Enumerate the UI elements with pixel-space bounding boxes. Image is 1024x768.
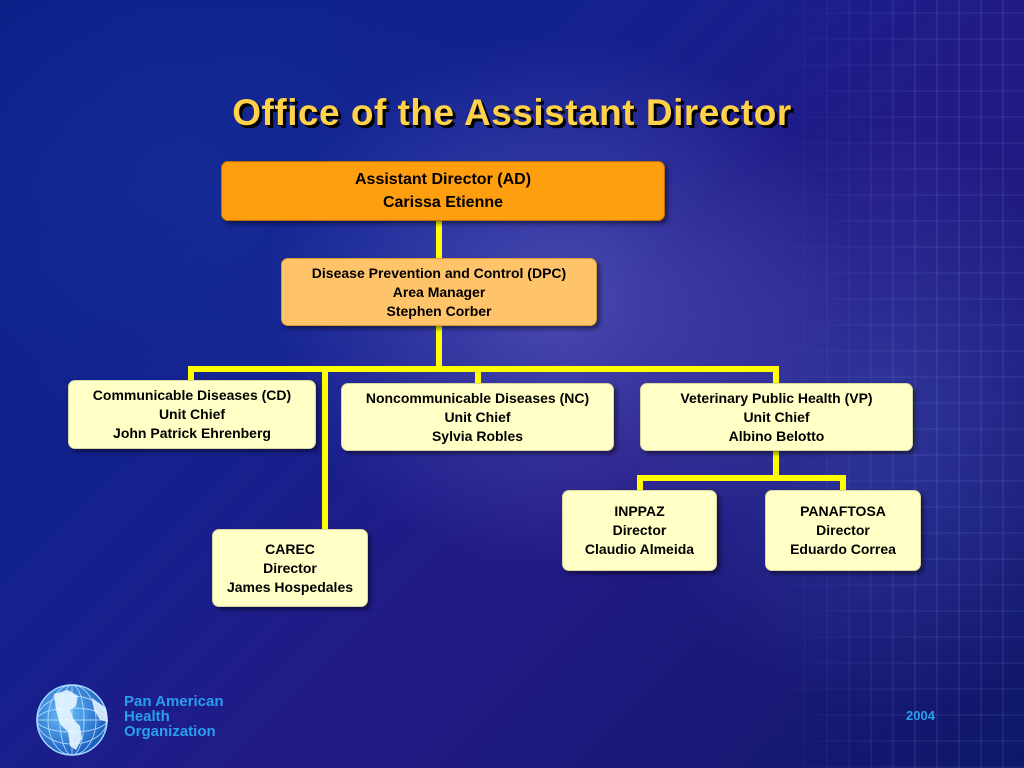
dpc-unit: Disease Prevention and Control (DPC) xyxy=(311,264,567,281)
carec-unit: CAREC xyxy=(265,540,315,557)
dpc-name: Stephen Corber xyxy=(386,302,492,319)
inppaz-role: Director xyxy=(612,522,667,538)
cd-name: John Patrick Ehrenberg xyxy=(113,425,271,441)
inppaz-box: INPPAZ Director Claudio Almeida xyxy=(562,490,717,571)
globe-icon xyxy=(36,684,108,756)
carec-name: James Hospedales xyxy=(226,578,354,595)
panaftosa-box: PANAFTOSA Director Eduardo Correa xyxy=(765,490,921,571)
dpc-role: Area Manager xyxy=(392,283,486,300)
nc-name: Sylvia Robles xyxy=(431,427,524,444)
org-name-line-2: Health xyxy=(124,708,170,725)
cd-box: Communicable Diseases (CD) Unit Chief Jo… xyxy=(68,380,316,449)
panaftosa-unit: PANAFTOSA xyxy=(800,503,886,519)
panaftosa-name: Eduardo Correa xyxy=(790,541,896,557)
assistant-director-box: Assistant Director (AD) Carissa Etienne xyxy=(221,161,665,221)
vp-unit: Veterinary Public Health (VP) xyxy=(680,389,873,406)
assistant-director-name: Carissa Etienne xyxy=(382,194,504,211)
slide-year: 2004 xyxy=(906,708,935,723)
org-name-line-3: Organization xyxy=(124,723,216,740)
inppaz-name: Claudio Almeida xyxy=(584,541,695,557)
cd-unit: Communicable Diseases (CD) xyxy=(92,387,292,403)
vp-box: Veterinary Public Health (VP) Unit Chief… xyxy=(640,383,913,451)
dpc-box: Disease Prevention and Control (DPC) Are… xyxy=(281,258,597,326)
vp-role: Unit Chief xyxy=(743,408,810,425)
panaftosa-role: Director xyxy=(816,522,870,538)
nc-box: Noncommunicable Diseases (NC) Unit Chief… xyxy=(341,383,614,451)
vp-name: Albino Belotto xyxy=(728,427,825,444)
assistant-director-role: Assistant Director (AD) xyxy=(354,171,532,188)
cd-role: Unit Chief xyxy=(158,406,226,422)
inppaz-unit: INPPAZ xyxy=(614,503,665,519)
nc-unit: Noncommunicable Diseases (NC) xyxy=(365,389,590,406)
carec-role: Director xyxy=(263,559,317,576)
org-name-line-1: Pan American xyxy=(124,693,224,710)
organization-name: Pan American Health Organization xyxy=(124,694,224,739)
nc-role: Unit Chief xyxy=(444,408,511,425)
carec-box: CAREC Director James Hospedales xyxy=(212,529,368,607)
slide-title: Office of the Assistant Director xyxy=(232,92,792,133)
